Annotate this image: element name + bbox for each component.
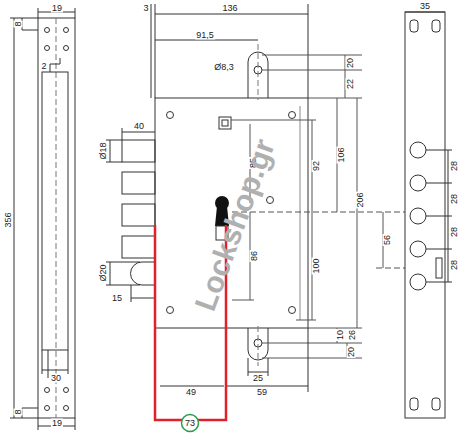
dimension-label: 356 <box>4 211 13 228</box>
dimension-label: 20 <box>347 346 356 358</box>
dimension-label: 49 <box>185 388 197 397</box>
dimension-label: 106 <box>337 146 346 163</box>
dimension-label: 28 <box>450 193 459 205</box>
green-circle <box>182 415 199 432</box>
bolt <box>122 172 155 194</box>
dimension-label: 40 <box>133 122 145 131</box>
bolt <box>122 204 155 226</box>
lock-case <box>155 98 308 328</box>
dimension-label: 73 <box>184 419 196 428</box>
dimension-label: Ø18 <box>99 141 108 160</box>
dimension-label: 206 <box>356 191 365 208</box>
dimension-label: 10 <box>336 329 345 341</box>
dimension-label: 28 <box>450 259 459 271</box>
dimension-label: 3 <box>142 4 149 13</box>
dimension-label: 26 <box>348 329 357 341</box>
bolt <box>122 236 155 258</box>
front-faceplate <box>38 18 75 418</box>
dimension-label: 8 <box>14 408 23 415</box>
spindle-square <box>219 117 231 129</box>
dimension-label: 86 <box>250 250 259 262</box>
watermark: Lockshop.gr <box>190 135 280 314</box>
dimension-label: 92 <box>312 160 321 172</box>
dimension-label: 22 <box>346 78 355 90</box>
dimension-label: 59 <box>256 388 268 397</box>
dimension-label: 19 <box>51 4 63 13</box>
dimension-label: 56 <box>383 234 392 246</box>
dimension-label: 20 <box>346 57 355 69</box>
bolt <box>122 140 155 162</box>
dimension-label: 25 <box>252 374 264 383</box>
dimension-label: Ø8,3 <box>213 63 235 72</box>
dimension-label: 15 <box>111 294 123 303</box>
dimension-label: Ø20 <box>99 263 108 282</box>
side-faceplate <box>405 12 445 418</box>
side-profile <box>42 72 68 350</box>
dimension-label: 8 <box>14 20 23 27</box>
dimension-label: 2 <box>40 62 47 71</box>
dimension-label: 28 <box>450 160 459 172</box>
dimension-label: 35 <box>419 2 431 11</box>
dimension-label: 30 <box>50 374 62 383</box>
dimension-label: 91,5 <box>195 31 215 40</box>
dimension-label: 100 <box>312 257 321 274</box>
latch <box>131 262 155 285</box>
dimension-label: 19 <box>51 419 63 428</box>
dimension-label: 28 <box>450 226 459 238</box>
dimension-label: 136 <box>221 4 238 13</box>
